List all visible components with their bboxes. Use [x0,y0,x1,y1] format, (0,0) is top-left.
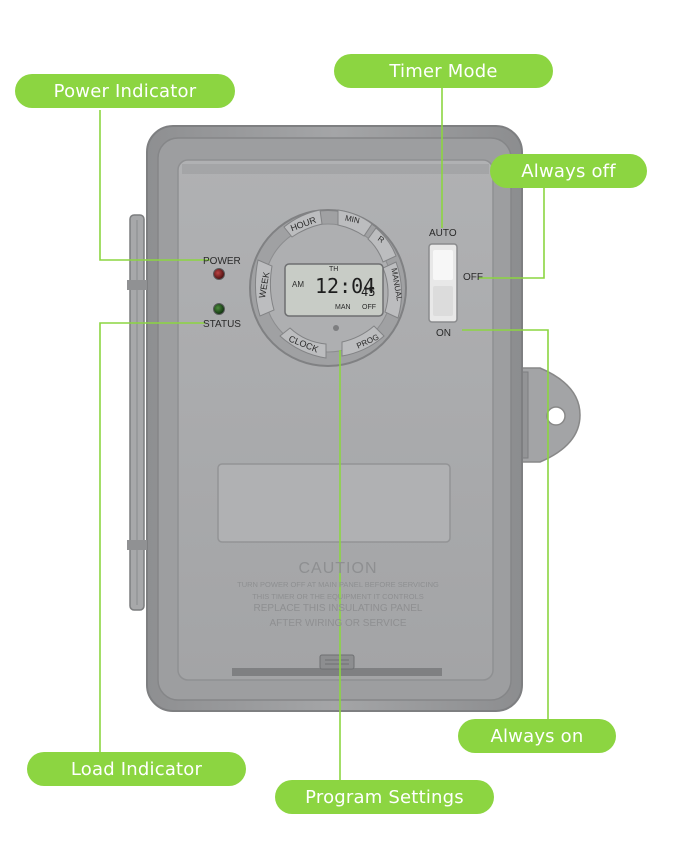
lcd-mode-off: OFF [362,304,376,311]
lcd-day: TH [329,266,339,273]
caution-block: CAUTION TURN POWER OFF AT MAIN PANEL BEF… [218,560,458,629]
status-label: STATUS [203,319,241,330]
switch-off-label: OFF [463,272,483,283]
switch-auto-label: AUTO [429,228,457,239]
mode-toggle-switch[interactable] [428,243,458,323]
caution-title: CAUTION [298,560,378,577]
power-label: POWER [203,256,241,267]
caution-line-3: REPLACE THIS INSULATING PANEL [253,603,423,614]
hinge [127,214,147,611]
lcd-time: 12:04 [315,274,376,298]
callout-load-indicator: Load Indicator [27,752,246,786]
callout-always-on: Always on [458,719,616,753]
blank-cover-plate [217,463,451,543]
lcd-ampm: AM [292,280,304,289]
caution-line-1: TURN POWER OFF AT MAIN PANEL BEFORE SERV… [237,580,439,589]
lcd-mode-man: MAN [335,304,351,311]
status-led [213,303,225,315]
caution-line-4: AFTER WIRING OR SERVICE [269,618,407,629]
caution-line-2: THIS TIMER OR THE EQUIPMENT IT CONTROLS [252,592,424,601]
callout-always-off: Always off [490,154,647,188]
switch-on-label: ON [436,328,451,339]
power-led [213,268,225,280]
lcd-seconds: 45 [361,285,376,299]
control-dial [249,209,407,367]
callout-program-settings: Program Settings [275,780,494,814]
callout-power-indicator: Power Indicator [15,74,235,108]
callout-lines [99,88,549,780]
callout-timer-mode: Timer Mode [334,54,553,88]
